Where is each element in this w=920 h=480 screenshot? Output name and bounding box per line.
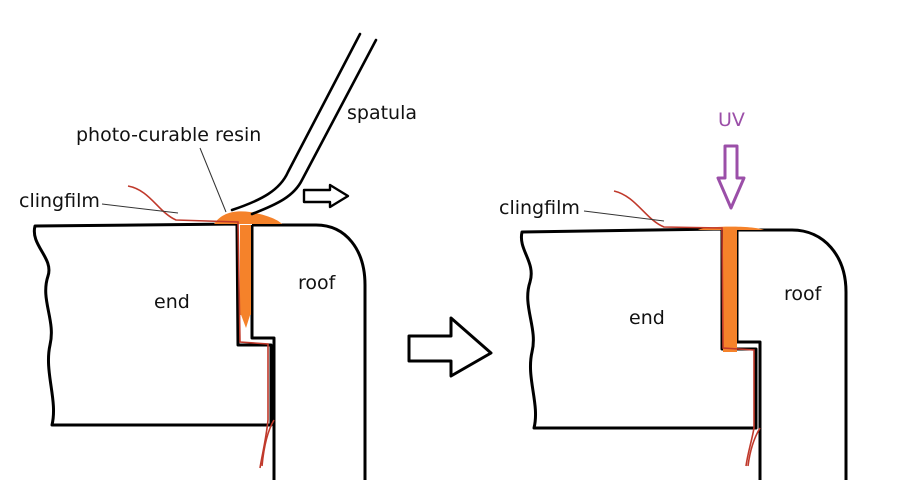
clingfilm-leader-line-left — [101, 203, 179, 214]
clingfilm-label-right: clingfilm — [499, 197, 580, 219]
resin-bead-left — [214, 211, 282, 224]
end-block-left — [32, 222, 273, 427]
spatula — [230, 32, 378, 216]
spatula-direction-arrow — [302, 183, 350, 209]
roof-block-left — [250, 223, 367, 480]
end-label-right: end — [629, 307, 665, 329]
left-panel: spatula photo-curable resin clingfilm en… — [19, 32, 417, 480]
transition-arrow — [407, 316, 493, 378]
clingfilm-label-left: clingfilm — [19, 190, 100, 212]
uv-label: UV — [718, 109, 745, 131]
clingfilm-leader-line-right — [583, 210, 665, 222]
roof-label-left: roof — [298, 272, 337, 294]
clingfilm-right — [613, 190, 755, 467]
resin-drip-left — [240, 312, 251, 328]
resin-label: photo-curable resin — [76, 124, 261, 146]
roof-label-right: roof — [784, 283, 823, 305]
uv-arrow — [716, 144, 746, 210]
resin-leader-line — [199, 147, 227, 213]
clingfilm-tail-left — [261, 419, 275, 467]
clingfilm-tail-right — [747, 427, 761, 467]
spatula-label: spatula — [347, 102, 417, 124]
resin-fill-left — [240, 225, 251, 315]
resin-fill-right — [723, 230, 737, 344]
right-panel: UV clingfilm end roof — [499, 109, 848, 480]
end-block-right — [519, 227, 758, 430]
end-label-left: end — [154, 291, 190, 313]
